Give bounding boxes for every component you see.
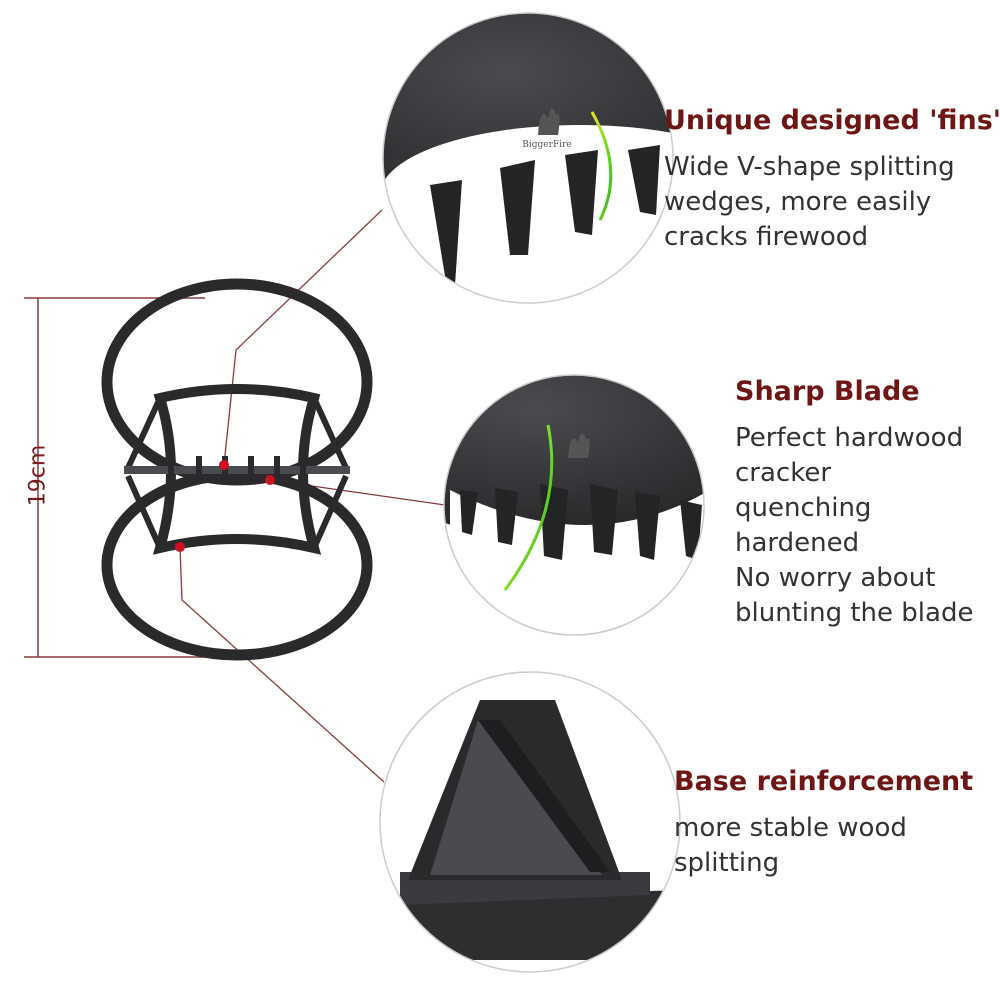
- flame-logo-icon: [538, 108, 560, 135]
- flame-logo-icon: [568, 433, 590, 458]
- marker-blade: [265, 475, 275, 485]
- feature-description: more stable wood splitting: [674, 813, 907, 878]
- upper-ring: [101, 278, 373, 486]
- feature-blade: Sharp Blade Perfect hardwood cracker que…: [735, 375, 973, 631]
- blade-fins: [168, 456, 306, 484]
- feature-base: Base reinforcement more stable wood spli…: [674, 765, 973, 881]
- logo-text: BiggerFire: [522, 140, 571, 150]
- zoom-circle-base: [379, 671, 681, 973]
- marker-base: [175, 542, 185, 552]
- product-top-view: [101, 278, 373, 661]
- feature-description: Wide V-shape splitting wedges, more easi…: [664, 152, 955, 252]
- lower-ring: [101, 469, 373, 661]
- blade-bar: [124, 466, 350, 474]
- dimension-label: 19cm: [25, 444, 51, 506]
- marker-fins: [219, 460, 229, 470]
- feature-fins: Unique designed 'fins' Wide V-shape spli…: [664, 104, 1000, 255]
- feature-title: Sharp Blade: [735, 376, 920, 407]
- zoom-circle-fins: BiggerFire: [382, 12, 674, 304]
- feature-description: Perfect hardwood cracker quenching harde…: [735, 423, 974, 628]
- feature-title: Base reinforcement: [674, 766, 974, 797]
- zoom-circle-blade: [443, 374, 705, 636]
- feature-title: Unique designed 'fins': [664, 105, 1000, 136]
